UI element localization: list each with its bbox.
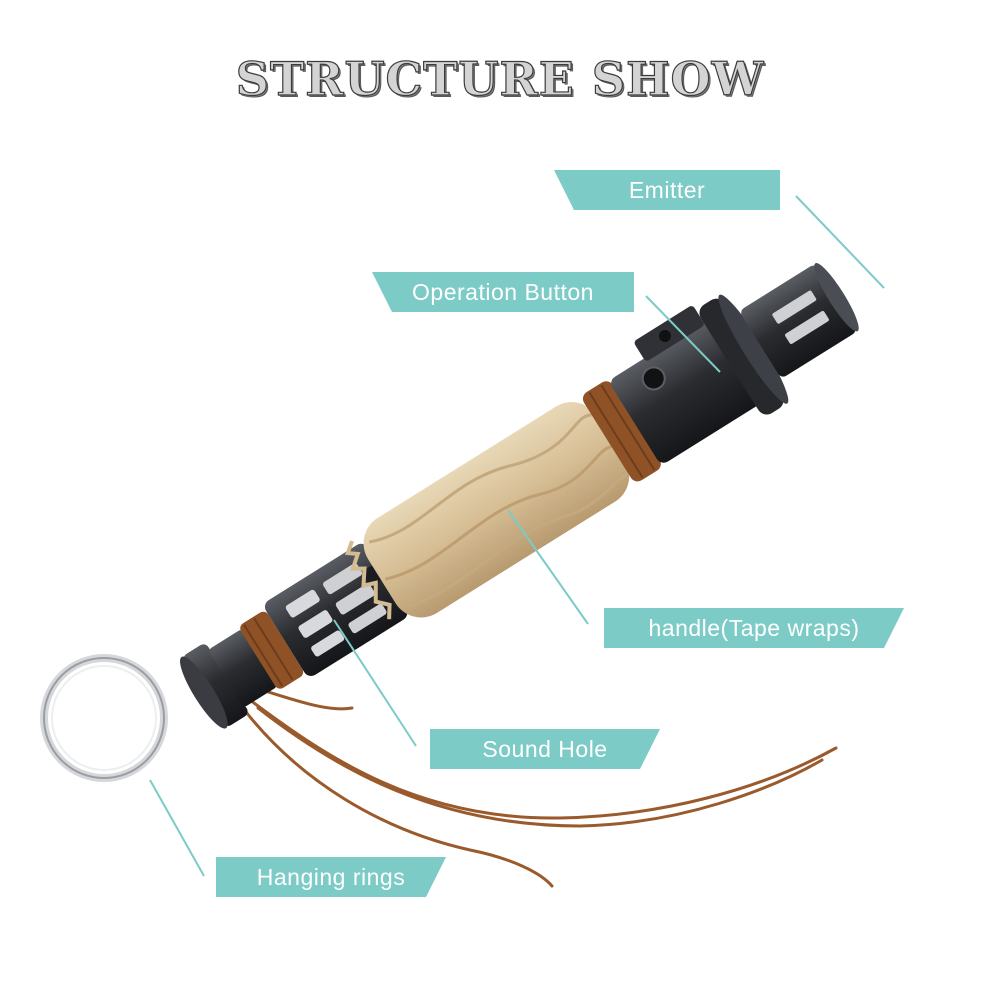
handle-label-text: handle(Tape wraps)	[648, 615, 860, 641]
emitter-label-text: Emitter	[628, 177, 706, 203]
emitter-label: Emitter	[554, 170, 780, 210]
emitter-leader-line	[795, 195, 885, 289]
hanging-rings-label: Hanging rings	[216, 857, 446, 897]
sound-hole-section	[264, 543, 408, 676]
keyring-icon	[40, 654, 168, 782]
operation-button-label-text: Operation Button	[412, 279, 594, 305]
tape-wrap-handle	[345, 402, 630, 620]
leather-cord	[244, 688, 838, 888]
handle-label: handle(Tape wraps)	[604, 608, 904, 648]
page-title: STRUCTURE SHOW	[235, 51, 765, 106]
operation-button	[641, 366, 666, 391]
control-section	[611, 294, 789, 463]
cord-wrap-lower	[240, 611, 304, 689]
operation-button-label: Operation Button	[372, 272, 634, 312]
handle-leader-line	[507, 509, 589, 625]
hanging-rings-label-text: Hanging rings	[256, 864, 406, 890]
operation-button-leader-line	[645, 295, 721, 373]
cord-wrap-upper	[582, 381, 661, 482]
sound-hole-label-text: Sound Hole	[482, 736, 608, 762]
sound-hole-label: Sound Hole	[430, 729, 660, 769]
sound-hole-leader-line	[333, 619, 417, 747]
hanging-rings-leader-line	[149, 779, 205, 877]
emitter	[741, 263, 859, 377]
pommel	[180, 630, 277, 729]
